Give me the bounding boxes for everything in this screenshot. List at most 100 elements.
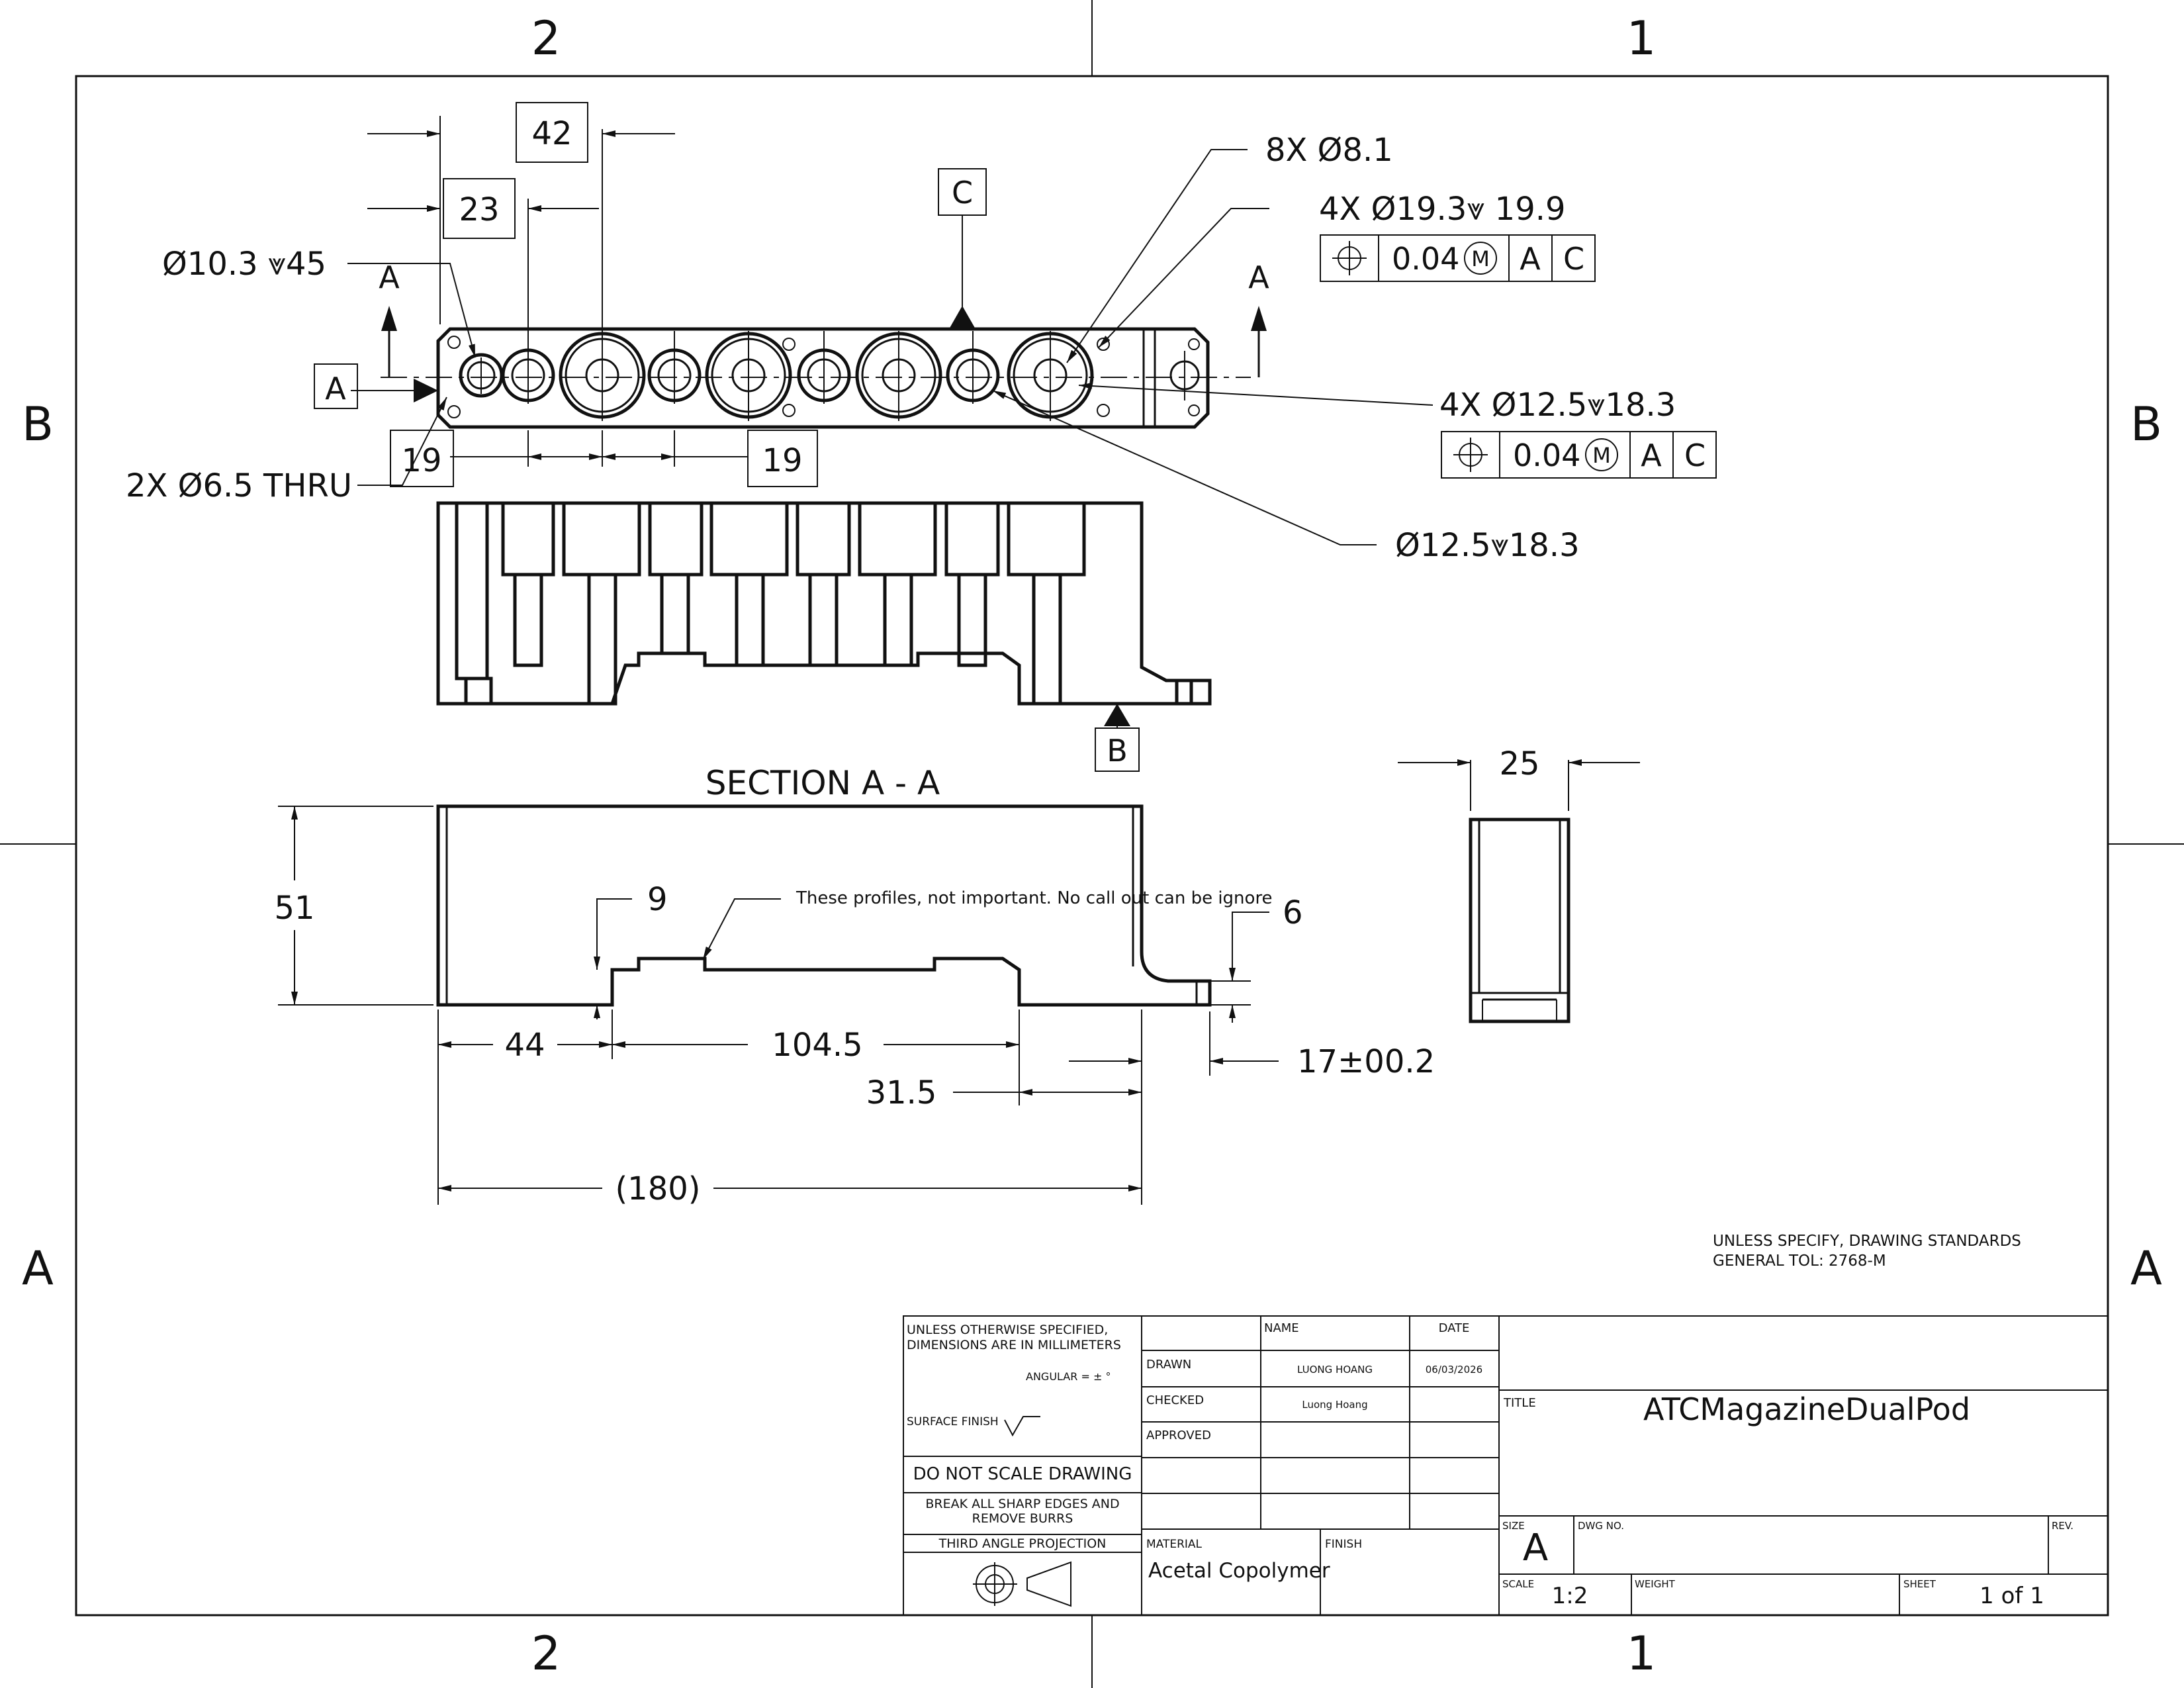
title-block: UNLESS OTHERWISE SPECIFIED, DIMENSIONS A…: [903, 1315, 2109, 1616]
dim-width-25: 25: [1398, 745, 1640, 811]
dim-basic-23: 23: [367, 116, 599, 324]
callout-ring-hole: Ø10.3 ⩔45: [162, 246, 476, 358]
tb-drawn-label: DRAWN: [1146, 1358, 1191, 1372]
callout-8x-text: 8X Ø8.1: [1265, 132, 1393, 169]
tb-hdr-date: DATE: [1439, 1321, 1470, 1335]
dim-44-label: 44: [504, 1027, 545, 1064]
fcf-4x-12-datum2: C: [1684, 438, 1706, 473]
mmc-modifier-icon: [1585, 438, 1618, 471]
position-symbol-icon: [1332, 241, 1367, 275]
tb-break-edges-1: BREAK ALL SHARP EDGES AND: [925, 1497, 1119, 1511]
position-symbol-icon: [1453, 438, 1488, 472]
fcf-4x-12-datum1: A: [1641, 438, 1662, 473]
third-angle-projection-icon: [973, 1561, 1071, 1607]
hole-centerlines: [480, 295, 1185, 421]
side-view-outline: [1469, 818, 1570, 1023]
dim-basic-19: 19 19: [390, 430, 818, 487]
dim-23-label: 23: [459, 191, 499, 228]
tb-drawn-name: LUONG HOANG: [1297, 1364, 1373, 1376]
callout-4x-19-text: 4X Ø19.3⩔ 19.9: [1319, 191, 1566, 228]
tb-drawn-date: 06/03/2026: [1426, 1364, 1482, 1376]
tb-weight-label: WEIGHT: [1635, 1578, 1676, 1590]
dim-step-9: 9: [594, 881, 668, 1019]
tb-scale-label: SCALE: [1502, 1578, 1534, 1590]
fcf-4x-19-modifier: M: [1471, 246, 1490, 271]
datum-a: A: [314, 363, 438, 409]
dim-left-44: 44: [437, 1009, 613, 1205]
dim-51-label: 51: [274, 890, 314, 927]
fcf-4x-19-tolerance: 0.04: [1392, 241, 1459, 277]
general-note: UNLESS SPECIFY, DRAWING STANDARDS GENERA…: [1713, 1233, 2021, 1270]
datum-b: B: [1095, 704, 1140, 772]
callout-4x-12-text: 4X Ø12.5⩔18.3: [1439, 387, 1676, 424]
tb-size-value: A: [1523, 1526, 1548, 1570]
side-view: 25: [1398, 745, 1640, 1023]
datum-c-label: C: [952, 175, 973, 211]
zone-left-a: A: [22, 1241, 54, 1295]
callout-ring-hole-text: Ø10.3 ⩔45: [162, 246, 326, 283]
tb-break-edges-2: REMOVE BURRS: [972, 1511, 1073, 1526]
dim-9-label: 9: [647, 881, 668, 918]
section-view: B SECTION A - A: [436, 501, 1212, 802]
callout-12-text: Ø12.5⩔18.3: [1395, 527, 1580, 564]
zone-top-2: 2: [531, 11, 561, 66]
callout-thru-text: 2X Ø6.5 THRU: [126, 467, 352, 504]
callout-thru: 2X Ø6.5 THRU: [126, 397, 447, 504]
section-bores: [455, 501, 1193, 706]
general-note-line2: GENERAL TOL: 2768-M: [1713, 1252, 1886, 1270]
dim-right-31-5: 31.5: [866, 1009, 1142, 1205]
tb-unless-2: DIMENSIONS ARE IN MILLIMETERS: [907, 1338, 1121, 1352]
tb-material-label: MATERIAL: [1146, 1538, 1203, 1551]
tb-dwg-no-label: DWG NO.: [1578, 1520, 1624, 1532]
dim-flange-height-label: 17±00.2: [1297, 1043, 1435, 1080]
zone-right-a: A: [2130, 1241, 2162, 1295]
dim-flange-height: 17±00.2: [1209, 1011, 1435, 1080]
tb-unless-1: UNLESS OTHERWISE SPECIFIED,: [907, 1323, 1108, 1337]
datum-a-label: A: [325, 371, 346, 406]
section-marker-right-label: A: [1248, 259, 1269, 295]
tb-surface-finish: SURFACE FINISH: [907, 1415, 999, 1429]
tb-rev-label: REV.: [2052, 1520, 2073, 1532]
zone-top-1: 1: [1627, 11, 1657, 66]
fcf-4x-19: 0.04 M A C: [1320, 234, 1596, 282]
dim-180-label: (180): [615, 1170, 700, 1207]
fcf-4x-12-tolerance: 0.04: [1513, 438, 1580, 473]
section-hatched-body: [436, 501, 1212, 706]
datum-b-label: B: [1107, 733, 1128, 769]
section-marker-right: A: [1248, 259, 1269, 377]
tb-do-not-scale: DO NOT SCALE DRAWING: [913, 1464, 1132, 1484]
dim-42-label: 42: [531, 115, 572, 152]
dim-basic-42: 42: [367, 102, 675, 301]
zone-left-b: B: [22, 397, 54, 451]
zone-bottom-2: 2: [531, 1626, 561, 1681]
zone-labels: 2 1 2 1 B A B A: [22, 11, 2162, 1681]
dim-31-5-label: 31.5: [866, 1074, 937, 1111]
fcf-4x-19-datum2: C: [1563, 241, 1584, 277]
zone-right-b: B: [2130, 397, 2162, 451]
tb-finish-label: FINISH: [1325, 1538, 1362, 1551]
tb-material-value: Acetal Copolymer: [1148, 1559, 1330, 1583]
fcf-4x-12: 0.04 M A C: [1441, 431, 1717, 479]
dim-overall-180: (180): [438, 1170, 1142, 1207]
tb-title-label: TITLE: [1503, 1396, 1536, 1410]
surface-finish-icon: [1004, 1416, 1040, 1437]
section-marker-left: A: [379, 259, 400, 377]
tb-hdr-name: NAME: [1264, 1321, 1299, 1335]
dim-25-label: 25: [1499, 745, 1539, 782]
fcf-4x-12-modifier: M: [1592, 443, 1611, 468]
tb-sheet-label: SHEET: [1903, 1578, 1936, 1590]
dim-mid-104-5: 104.5: [612, 1009, 1020, 1105]
datum-c: C: [938, 168, 987, 329]
tb-approved-label: APPROVED: [1146, 1429, 1211, 1442]
dim-height-51: 51: [274, 806, 433, 1006]
section-title: SECTION A - A: [705, 764, 940, 802]
tb-scale-value: 1:2: [1552, 1583, 1588, 1609]
top-view-outline: [436, 327, 1210, 429]
dim-19-right-label: 19: [762, 442, 802, 479]
callout-8x: 8X Ø8.1: [1066, 132, 1393, 363]
zone-bottom-1: 1: [1627, 1626, 1657, 1681]
callout-4x-19: 4X Ø19.3⩔ 19.9: [1098, 191, 1566, 348]
front-view: 51 9 These profiles, not important. No c…: [274, 804, 1435, 1207]
